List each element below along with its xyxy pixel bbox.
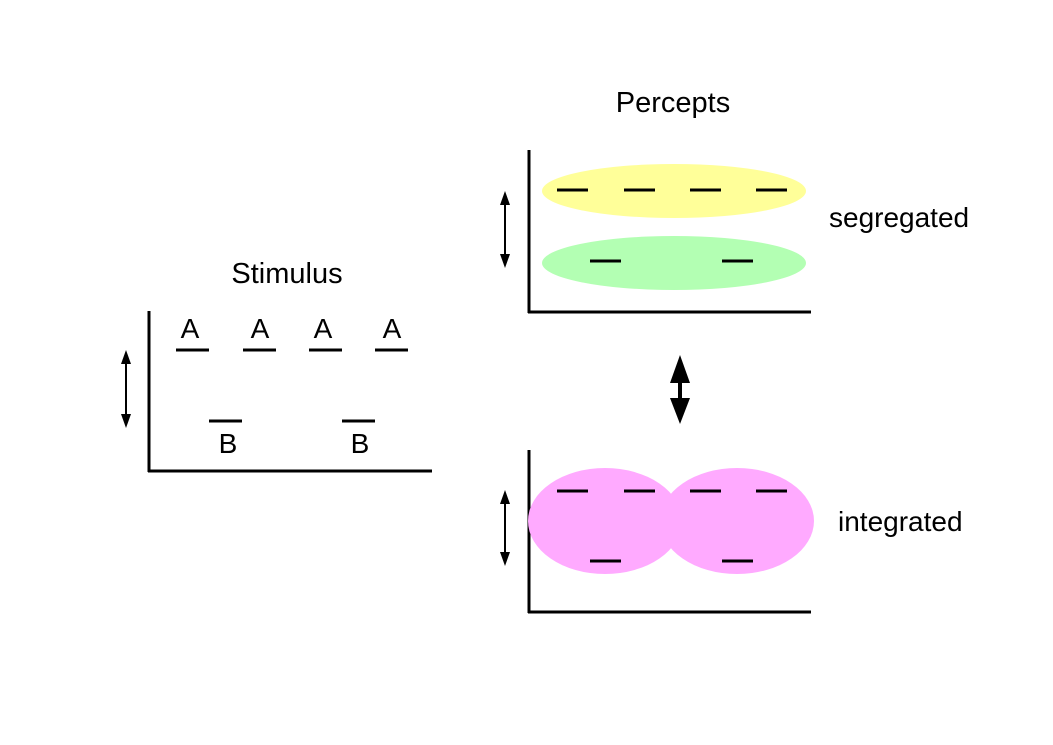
integrated-blob-left: [528, 468, 682, 574]
stimulus-panel: Stimulus A A A A: [121, 258, 432, 473]
tone-a-label: A: [181, 313, 200, 344]
tone-a-1: A: [176, 313, 209, 352]
tone-a-3: A: [309, 313, 342, 352]
tone-b-label: B: [351, 428, 370, 459]
percepts-title: Percepts: [616, 87, 730, 119]
integrated-label: integrated: [838, 506, 963, 537]
stimulus-axes: [147, 311, 432, 473]
integrated-blob-right: [660, 468, 814, 574]
tone-b-2: B: [342, 419, 375, 459]
stimulus-title: Stimulus: [231, 258, 342, 290]
tone-a-2: A: [243, 313, 276, 352]
integrated-percept: integrated: [500, 450, 963, 614]
segregated-axes: [527, 150, 811, 314]
stream-b-ellipse: [542, 236, 806, 290]
integrated-frequency-arrow-icon: [500, 490, 510, 566]
tone-b-1: B: [209, 419, 242, 459]
segregated-label: segregated: [829, 202, 969, 233]
tone-a-label: A: [314, 313, 333, 344]
stream-a-ellipse: [542, 164, 806, 218]
percept-switch-arrow-icon: [670, 355, 690, 424]
integrated-tones: [557, 489, 787, 563]
tone-a-label: A: [251, 313, 270, 344]
tone-a-4: A: [375, 313, 408, 352]
integrated-stream-blobs: [528, 468, 814, 574]
percepts-panel: Percepts s: [500, 87, 969, 614]
integrated-axes: [527, 450, 811, 614]
stimulus-frequency-arrow-icon: [121, 350, 131, 428]
tone-a-label: A: [383, 313, 402, 344]
segregated-frequency-arrow-icon: [500, 191, 510, 268]
tone-b-label: B: [219, 428, 238, 459]
segregated-percept: segregated: [500, 150, 969, 314]
